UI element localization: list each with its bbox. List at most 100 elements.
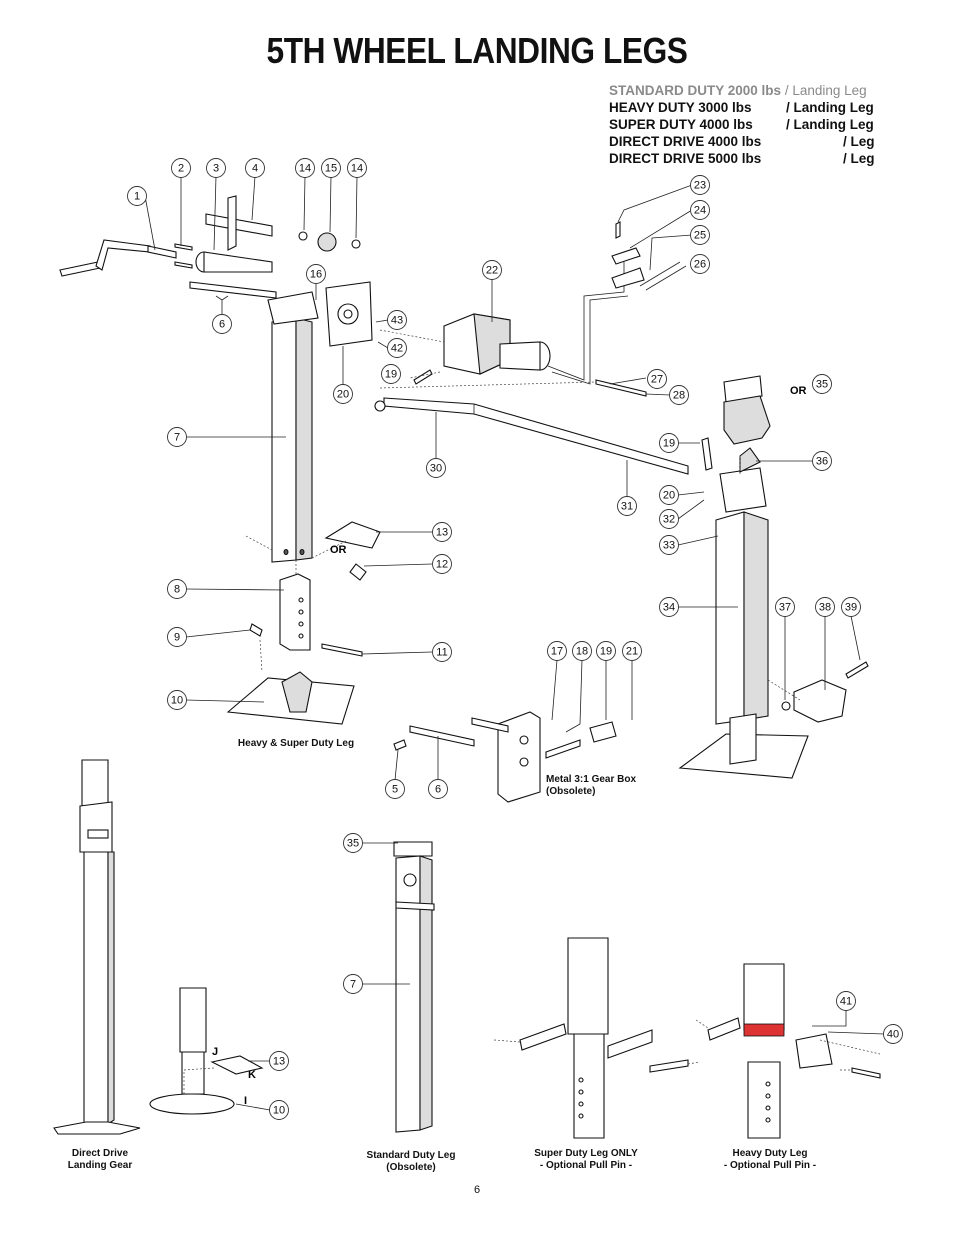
svg-text:37: 37 bbox=[779, 602, 791, 614]
callout-20: 20 bbox=[659, 485, 679, 505]
pin-bracket-right bbox=[781, 661, 869, 723]
callout-19: 19 bbox=[659, 433, 679, 453]
spec-super-duty: SUPER DUTY 4000 lbs / Landing Leg bbox=[609, 117, 874, 132]
callout-19: 19 bbox=[381, 364, 401, 384]
foot-pad-left bbox=[226, 671, 355, 725]
svg-text:5: 5 bbox=[392, 784, 398, 796]
svg-text:24: 24 bbox=[694, 205, 706, 217]
right-landing-leg bbox=[715, 375, 771, 725]
svg-text:34: 34 bbox=[663, 602, 675, 614]
callout-14: 14 bbox=[295, 158, 315, 178]
shaft-and-pin bbox=[393, 725, 475, 751]
spec-standard-duty: STANDARD DUTY 2000 lbs / Landing Leg bbox=[609, 83, 867, 98]
callout-27: 27 bbox=[647, 369, 667, 389]
svg-text:14: 14 bbox=[299, 163, 311, 175]
standard-small-leg bbox=[149, 987, 264, 1115]
svg-text:17: 17 bbox=[551, 646, 563, 658]
callout-32: 32 bbox=[659, 509, 679, 529]
svg-text:10: 10 bbox=[171, 695, 183, 707]
super-duty-pull-pin bbox=[519, 937, 689, 1139]
leg-pin bbox=[249, 623, 363, 657]
page-title: 5TH WHEEL LANDING LEGS bbox=[266, 30, 688, 71]
svg-text:35: 35 bbox=[816, 379, 828, 391]
callout-31: 31 bbox=[617, 496, 637, 516]
switch-assembly bbox=[611, 221, 645, 289]
callout-17: 17 bbox=[547, 641, 567, 661]
callout-19: 19 bbox=[596, 641, 616, 661]
pin-letter-i: I bbox=[244, 1095, 247, 1107]
caption-heavy-super-duty: Heavy & Super Duty Leg bbox=[237, 738, 355, 749]
callout-30: 30 bbox=[426, 458, 446, 478]
svg-text:2: 2 bbox=[178, 163, 184, 175]
svg-text:14: 14 bbox=[351, 163, 363, 175]
callout-8: 8 bbox=[167, 579, 187, 599]
callout-14: 14 bbox=[347, 158, 367, 178]
callout-28: 28 bbox=[669, 385, 689, 405]
motor-gearbox bbox=[443, 313, 551, 375]
svg-text:38: 38 bbox=[819, 602, 831, 614]
svg-text:26: 26 bbox=[694, 259, 706, 271]
svg-text:25: 25 bbox=[694, 230, 706, 242]
callout-34: 34 bbox=[659, 597, 679, 617]
callout-23: 23 bbox=[690, 175, 710, 195]
or-label: OR bbox=[330, 544, 347, 556]
svg-text:20: 20 bbox=[337, 389, 349, 401]
svg-text:42: 42 bbox=[391, 343, 403, 355]
callout-10: 10 bbox=[269, 1100, 289, 1120]
callout-41: 41 bbox=[836, 991, 856, 1011]
svg-text:22: 22 bbox=[486, 265, 498, 277]
callout-5: 5 bbox=[385, 779, 405, 799]
callout-43: 43 bbox=[387, 310, 407, 330]
svg-text:15: 15 bbox=[325, 163, 337, 175]
callout-15: 15 bbox=[321, 158, 341, 178]
callout-22: 22 bbox=[482, 260, 502, 280]
callout-21: 21 bbox=[622, 641, 642, 661]
svg-text:13: 13 bbox=[273, 1056, 285, 1068]
caption-gear-box: Metal 3:1 Gear Box (Obsolete) bbox=[546, 774, 637, 797]
callout-42: 42 bbox=[387, 338, 407, 358]
callout-26: 26 bbox=[690, 254, 710, 274]
crank-handle bbox=[59, 239, 177, 277]
standard-duty-leg bbox=[393, 841, 435, 1133]
svg-text:32: 32 bbox=[663, 514, 675, 526]
svg-text:21: 21 bbox=[626, 646, 638, 658]
callout-4: 4 bbox=[245, 158, 265, 178]
svg-text:40: 40 bbox=[887, 1029, 899, 1041]
callout-7: 7 bbox=[343, 974, 363, 994]
inner-leg bbox=[279, 573, 311, 651]
bushings bbox=[298, 231, 361, 252]
svg-text:20: 20 bbox=[663, 490, 675, 502]
svg-text:6: 6 bbox=[219, 319, 225, 331]
page-number: 6 bbox=[473, 1184, 481, 1196]
callout-35: 35 bbox=[343, 833, 363, 853]
svg-text:4: 4 bbox=[252, 163, 258, 175]
svg-text:8: 8 bbox=[174, 584, 180, 596]
caption-heavy-duty-pull-pin: Heavy Duty Leg - Optional Pull Pin - bbox=[723, 1148, 817, 1171]
svg-text:19: 19 bbox=[385, 369, 397, 381]
pin-letter-k: K bbox=[248, 1069, 256, 1081]
svg-text:39: 39 bbox=[845, 602, 857, 614]
callout-25: 25 bbox=[690, 225, 710, 245]
svg-text:10: 10 bbox=[273, 1105, 285, 1117]
crank-shaft bbox=[189, 251, 277, 299]
callout-38: 38 bbox=[815, 597, 835, 617]
svg-text:18: 18 bbox=[576, 646, 588, 658]
callout-3: 3 bbox=[206, 158, 226, 178]
svg-text:33: 33 bbox=[663, 540, 675, 552]
callout-20: 20 bbox=[333, 384, 353, 404]
assembly-lines bbox=[183, 329, 881, 1094]
left-landing-leg bbox=[267, 291, 319, 563]
bolts-right bbox=[374, 369, 713, 471]
callout-9: 9 bbox=[167, 627, 187, 647]
svg-text:36: 36 bbox=[816, 456, 828, 468]
svg-text:1: 1 bbox=[134, 191, 140, 203]
svg-text:28: 28 bbox=[673, 390, 685, 402]
callout-10: 10 bbox=[167, 690, 187, 710]
pin-letter-j: J bbox=[212, 1046, 218, 1058]
callout-35: 35 bbox=[812, 374, 832, 394]
callout-37: 37 bbox=[775, 597, 795, 617]
callout-36: 36 bbox=[812, 451, 832, 471]
gear-plate bbox=[325, 281, 373, 347]
svg-text:13: 13 bbox=[436, 527, 448, 539]
spec-direct-drive-4000: DIRECT DRIVE 4000 lbs / Leg bbox=[609, 134, 875, 149]
